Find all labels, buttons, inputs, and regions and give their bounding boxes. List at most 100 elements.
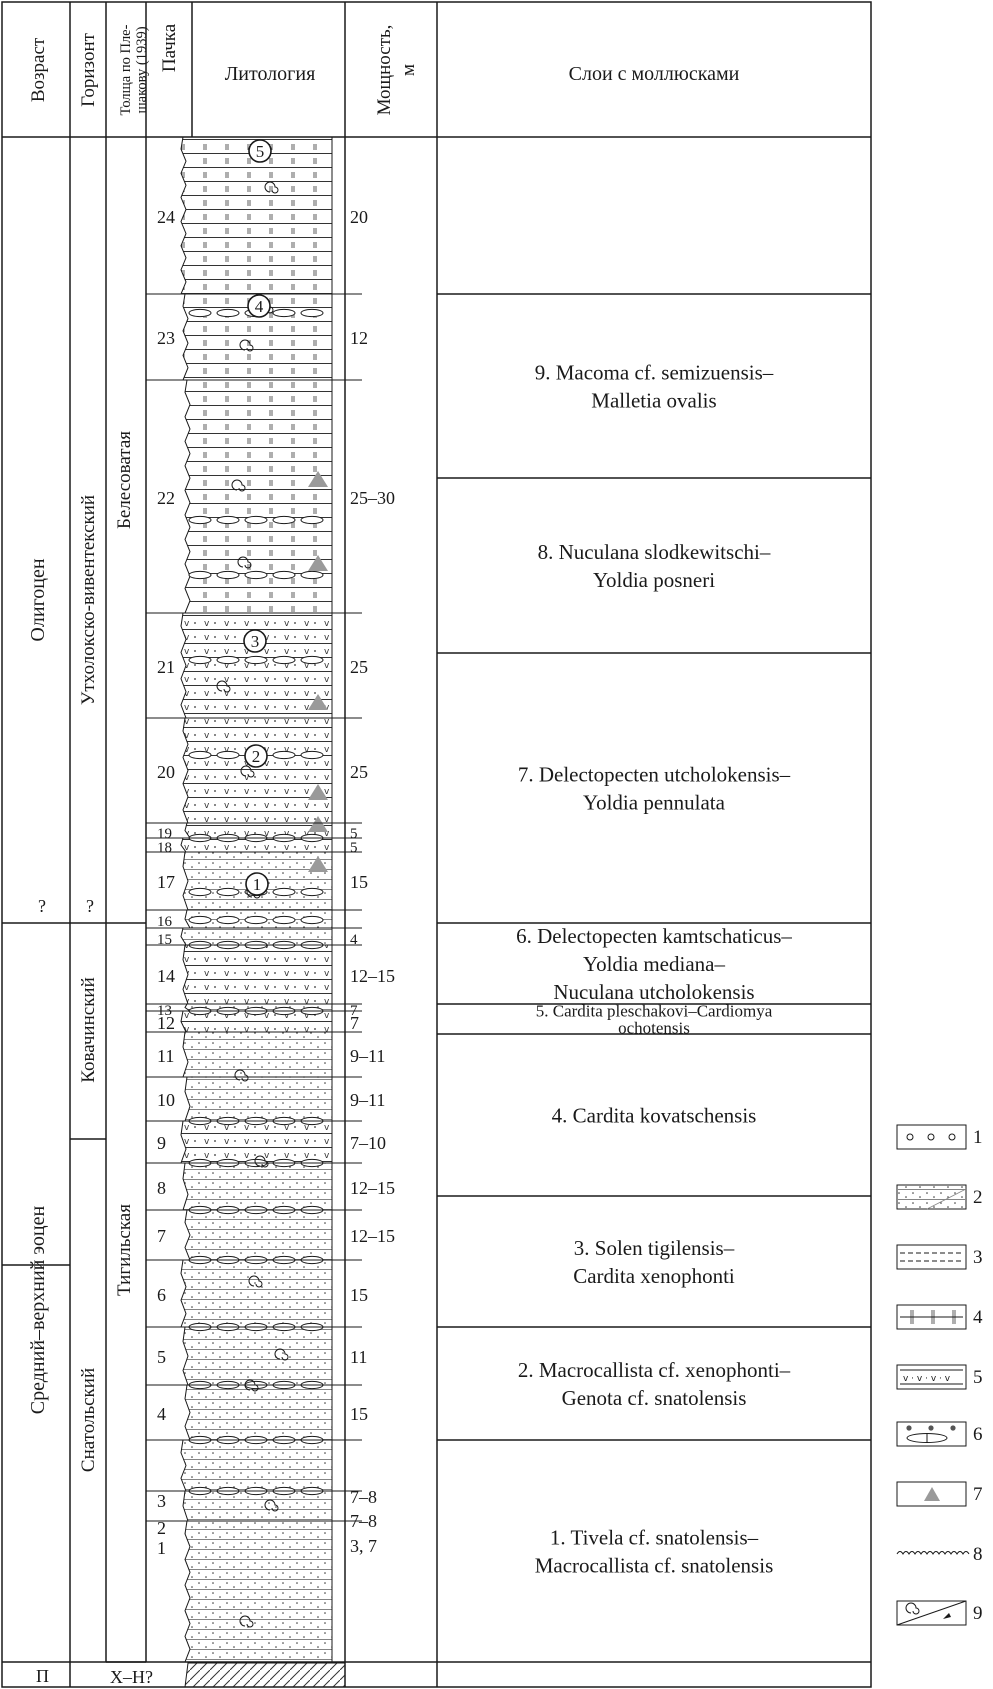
lithology-layer [182, 1490, 333, 1522]
mollusk-bed-label: Nuculana utcholokensis [553, 980, 754, 1004]
lithology-layer [182, 1326, 333, 1386]
gastropod-icon [239, 1615, 254, 1628]
member-thickness: 7–10 [350, 1133, 386, 1153]
member-number: 2 [157, 1518, 166, 1538]
member-number: 11 [157, 1046, 174, 1066]
legend-number: 2 [973, 1187, 983, 1208]
member-number: 21 [157, 657, 175, 677]
header-lithology: Литология [225, 63, 316, 85]
concretion-lens [272, 915, 296, 925]
concretion-lens [188, 570, 212, 580]
member-number: 12 [157, 1013, 175, 1033]
legend-number: 6 [973, 1424, 983, 1445]
member-thickness: 12–15 [350, 1178, 395, 1198]
fossil-triangle-icon [308, 856, 328, 872]
header-mollusk-beds: Слои с моллюсками [569, 63, 740, 85]
mollusk-bed-label: Yoldia pennulata [583, 790, 726, 814]
member-thickness: 9–11 [350, 1046, 385, 1066]
legend-number: 4 [973, 1307, 983, 1328]
fossil-triangle-icon [308, 784, 328, 800]
member-number: 1 [157, 1538, 166, 1558]
gastropod-icon [237, 556, 252, 569]
member-number: 20 [157, 762, 175, 782]
concretion-lens [244, 915, 268, 925]
horizon-kovachinsky: Ковачинский [78, 977, 99, 1083]
gastropod-icon [234, 1069, 249, 1082]
concretion-lens [188, 750, 212, 760]
concretion-lens [216, 308, 240, 318]
legend-number: 7 [973, 1484, 983, 1505]
legend-number: 9 [973, 1603, 983, 1624]
concretion-lens [216, 515, 240, 525]
member-number: 24 [157, 207, 175, 227]
member-thickness: 20 [350, 207, 368, 227]
lithology-column [180, 136, 346, 1688]
concretion-lens [300, 887, 324, 897]
mollusk-bed-label: 2. Macrocallista cf. xenophonti– [518, 1358, 791, 1382]
age-question-mark: ? [38, 896, 46, 916]
member-thickness: 7–8 [350, 1511, 377, 1531]
member-thickness: 25 [350, 762, 368, 782]
member-number: 5 [157, 1347, 166, 1367]
mollusk-bed-label: 7. Delectopecten utcholokensis– [518, 762, 791, 786]
circled-marker [245, 872, 269, 896]
header-age: Возраст [28, 37, 49, 102]
concretion-lens [300, 655, 324, 665]
lithology-layer [180, 1439, 333, 1492]
age-column: Олигоцен Средний–верхний эоцен ? ? П [27, 558, 94, 1686]
lithology-layer [182, 717, 333, 824]
horizon-question-mark: ? [86, 896, 94, 916]
member-number: 16 [157, 914, 173, 930]
member-thickness: 25 [350, 657, 368, 677]
concretion-lens [272, 887, 296, 897]
circled-marker-number: 5 [256, 142, 265, 161]
concretion-lens [300, 515, 324, 525]
member-number: 14 [157, 966, 175, 986]
concretion-lens [188, 915, 212, 925]
lithology-layer [184, 1384, 333, 1441]
horizon-utkholok: Утхолокско-вивентекский [78, 495, 99, 705]
concretion-lens [272, 655, 296, 665]
concretion-lens [244, 570, 268, 580]
suite-tigilskaya: Тигильская [114, 1204, 135, 1296]
member-thickness: 11 [350, 1347, 367, 1367]
lithology-layer [180, 1120, 333, 1164]
legend-item: 1 [896, 1124, 983, 1150]
legend-swatch [896, 1244, 967, 1270]
fossil-triangle-icon [308, 471, 328, 487]
mollusk-bed-label: Genota cf. snatolensis [562, 1386, 747, 1410]
legend-item: 2 [896, 1184, 983, 1210]
member-number: 3 [157, 1491, 166, 1511]
concretion-lens [216, 750, 240, 760]
member-thickness: 25–30 [350, 488, 395, 508]
circled-marker-number: 2 [252, 747, 261, 766]
concretion-lens [300, 750, 324, 760]
header-member: Пачка [159, 23, 180, 72]
lithology-layer [184, 1076, 333, 1122]
gastropod-icon [264, 181, 279, 194]
mollusk-beds-column: 9. Macoma cf. semizuensis–Malletia ovali… [437, 293, 871, 1577]
mollusk-bed-label: 5. Cardita pleschakovi–Cardiomya [536, 1001, 773, 1020]
lithology-layer [180, 612, 333, 719]
member-thickness: 9–11 [350, 1090, 385, 1110]
concretion-lens [188, 655, 212, 665]
member-thickness: 4 [350, 932, 358, 948]
gastropod-icon [274, 1348, 289, 1361]
member-thickness: 15 [350, 1404, 368, 1424]
age-eocene: Средний–верхний эоцен [27, 1205, 49, 1414]
concretion-lens [300, 570, 324, 580]
member-thickness: 15 [350, 872, 368, 892]
suite-column: Белесоватая Тигильская [114, 431, 135, 1296]
gastropod-icon [239, 339, 254, 352]
horizon-column: Утхолокско-вивентекский Ковачинский Снат… [78, 495, 153, 1687]
lithology-layer [180, 1259, 333, 1328]
gastropod-icon [254, 1155, 269, 1168]
table-frame [1, 1, 872, 1688]
mollusk-bed-label: 3. Solen tigilensis– [574, 1236, 735, 1260]
legend-item: 4 [896, 1304, 983, 1330]
concretion-lens [188, 515, 212, 525]
member-number: 8 [157, 1178, 166, 1198]
lithology-layer [184, 1520, 333, 1663]
